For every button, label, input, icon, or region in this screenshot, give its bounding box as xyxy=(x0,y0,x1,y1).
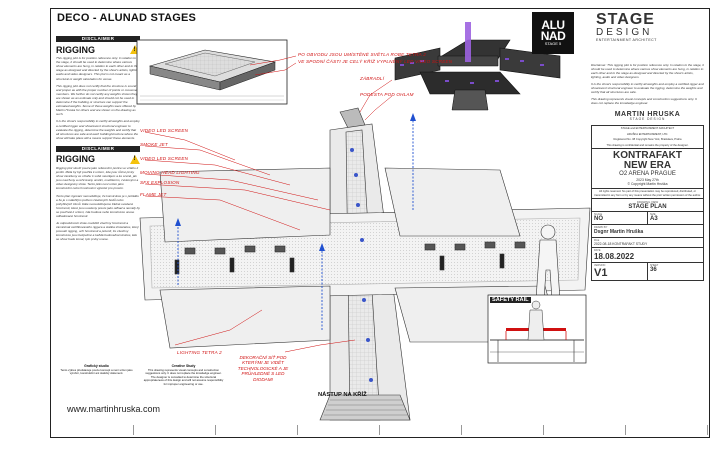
contact-line: This drawing is confidential and remains… xyxy=(606,143,689,147)
callout-railing: ZÁBRADLÍ xyxy=(360,76,385,81)
warning-icon xyxy=(130,45,140,55)
footer-strip xyxy=(52,425,708,435)
sheet-value: 36 xyxy=(650,267,657,273)
safety-rail-label: SAFETY RAIL xyxy=(490,297,531,303)
contact-line: HRUŠKA ENTERTAINMENT, LTD. xyxy=(626,132,669,136)
drawing-title: DECO - ALUNAD STAGES xyxy=(57,12,197,24)
contact-line: STAGE and ENTERTAINMENT ARCHITECT xyxy=(620,127,675,130)
scale-value: NO xyxy=(594,216,603,222)
event-date: 2023 May 27th xyxy=(636,178,659,182)
version-value: V1 xyxy=(594,267,608,279)
inset-perspective-sketch xyxy=(136,39,288,105)
alunad-logo: ALU NAD STAGE 5 xyxy=(532,12,574,54)
size-cell: SIZE A3 xyxy=(650,213,658,222)
render-3d-view xyxy=(394,22,561,111)
disclaimer-cz-paragraph: Rigging plot slouží pouze jako referenčn… xyxy=(56,165,139,191)
entrance-label: NÁSTUP NA KŘÍŽ xyxy=(318,392,367,398)
martin-hruska-logo: MARTIN HRUSKA xyxy=(614,111,681,118)
rights-statement: All rights reserved. No part of this pre… xyxy=(592,188,703,198)
disclaimer-cz-paragraph: Je odpovědností show osvědčit všechny hm… xyxy=(56,221,139,242)
credits-right: Creative Study This drawing represents v… xyxy=(143,364,224,387)
callout-podium: PODESTA POD OHLAM xyxy=(360,92,414,97)
disclaimer-en-paragraph: It is the show's responsibility to certi… xyxy=(56,119,140,140)
rigging-en-row: RIGGING xyxy=(56,45,140,54)
project-block: KONTRAFAKT NEW ERA O2 ARENA PRAGUE 2023 … xyxy=(592,148,703,188)
callout-video-led-2: VIDEO LED SCREEN xyxy=(140,156,189,161)
credits-block: Grafický studio Tento výkres představuje… xyxy=(56,364,224,387)
martin-hruska-subtitle: STAGE DESIGN xyxy=(629,117,666,121)
safety-rail-inset xyxy=(487,294,587,364)
credits-left-text: Tento výkres představuje pouze koncept a… xyxy=(60,367,133,376)
credits-left-title: Grafický studio xyxy=(84,364,109,368)
venue: O2 ARENA PRAGUE xyxy=(619,171,676,177)
drawing-view: STAGE PLAN xyxy=(628,204,667,210)
callout-decor-net: DEKORAČNÍ SÍŤ POD KTERÝMI JE VIDĚT TECHN… xyxy=(237,355,289,382)
disclaimer-en-paragraph: This rigging plot is for position refere… xyxy=(56,56,140,81)
logo-row: ALU NAD STAGE 5 STAGE DESIGN ENTERTAINME… xyxy=(532,12,704,60)
motion-arrows xyxy=(177,120,414,330)
drawn-by-value: Dsgnr Martin Hruška xyxy=(594,229,644,235)
file-value: 2022-08-18 KONTRAFAKT STUDY xyxy=(594,242,648,246)
callout-lighting-tetra: LIGHTING TETRA 2 xyxy=(177,350,222,355)
stage-plan-main xyxy=(139,107,591,421)
project-name-1: KONTRAFAKT xyxy=(613,150,682,161)
disclaimer-column: DISCLAIMER RIGGING This rigging plot is … xyxy=(56,36,140,408)
callout-flame-jet: FLAME JET xyxy=(140,192,167,197)
callout-smoke-jet: SMOKE JET xyxy=(140,142,168,147)
credits-right-title: Creative Study xyxy=(171,364,196,368)
contact-line: Registered No. 08 Copyright New York, Br… xyxy=(613,138,682,141)
sheet-cell: SHEET 36 xyxy=(650,264,659,273)
title-block-note: It is the show's responsibility to certi… xyxy=(591,82,704,94)
scale-cell: SCALE NO xyxy=(592,212,648,224)
rigging-en-title: RIGGING xyxy=(56,44,96,55)
rigging-cz-title: RIGGING xyxy=(56,154,96,165)
arrow-heads xyxy=(175,113,416,251)
disclaimer-cz-paragraph: Tento plán rigování neosvědčuje, že kons… xyxy=(56,193,140,218)
disclaimer-en-header: DISCLAIMER xyxy=(56,36,140,43)
copyright: © Copyright Martin Hruška xyxy=(627,182,668,186)
credits-left: Grafický studio Tento výkres představuje… xyxy=(56,364,137,387)
website-link[interactable]: www.martinhruska.com xyxy=(67,404,161,414)
title-block-note: This drawing represents visual concepts … xyxy=(591,97,697,105)
version-cell: VERSION V1 xyxy=(592,263,648,280)
callout-sfx-explosion: SFX EXPLOSION xyxy=(140,180,180,185)
project-name-2: NEW ERA xyxy=(623,160,672,171)
drawn-by-cell: DRAWN BY Dsgnr Martin Hruška xyxy=(594,226,644,235)
title-table: STAGE and ENTERTAINMENT ARCHITECT HRUŠKA… xyxy=(591,125,704,281)
callout-underside-led: VE SPODNÍ ČÁSTI JE CELÝ KŘÍŽ VYPLNĚNÝ LE… xyxy=(298,59,453,64)
drawing-view-label: DRAWING VIEW xyxy=(592,198,703,204)
credits-right-text: This drawing represents visual concepts … xyxy=(143,367,224,386)
date-cell: DATE 18.08.2022 xyxy=(594,249,635,261)
warning-icon xyxy=(130,154,140,164)
date-value: 18.08.2022 xyxy=(594,252,635,261)
title-block-note: Disclaimer: This rigging plot is for pos… xyxy=(591,63,704,79)
title-block: ALU NAD STAGE 5 STAGE DESIGN ENTERTAINME… xyxy=(532,12,704,432)
callout-perimeter-lights: PO OBVODU JSOU UMÍSTĚNÉ SVĚTLA ROBE TETR… xyxy=(298,52,426,57)
callout-video-led-1: VIDEO LED SCREEN xyxy=(140,128,189,133)
disclaimer-cz-header: DISCLAIMER xyxy=(56,145,140,152)
size-value: A3 xyxy=(650,216,658,222)
rigging-cz-row: RIGGING xyxy=(56,155,140,164)
file-cell: FILE 2022-08-18 KONTRAFAKT STUDY xyxy=(594,239,648,246)
callout-leaders xyxy=(144,55,393,353)
stage-design-logo: STAGE DESIGN ENTERTAINMENT ARCHITECT xyxy=(596,11,657,43)
callout-moving-head: MOVING HEAD LIGHTING xyxy=(140,170,200,175)
disclaimer-en-paragraph: This rigging plot does not certify that … xyxy=(56,83,140,117)
